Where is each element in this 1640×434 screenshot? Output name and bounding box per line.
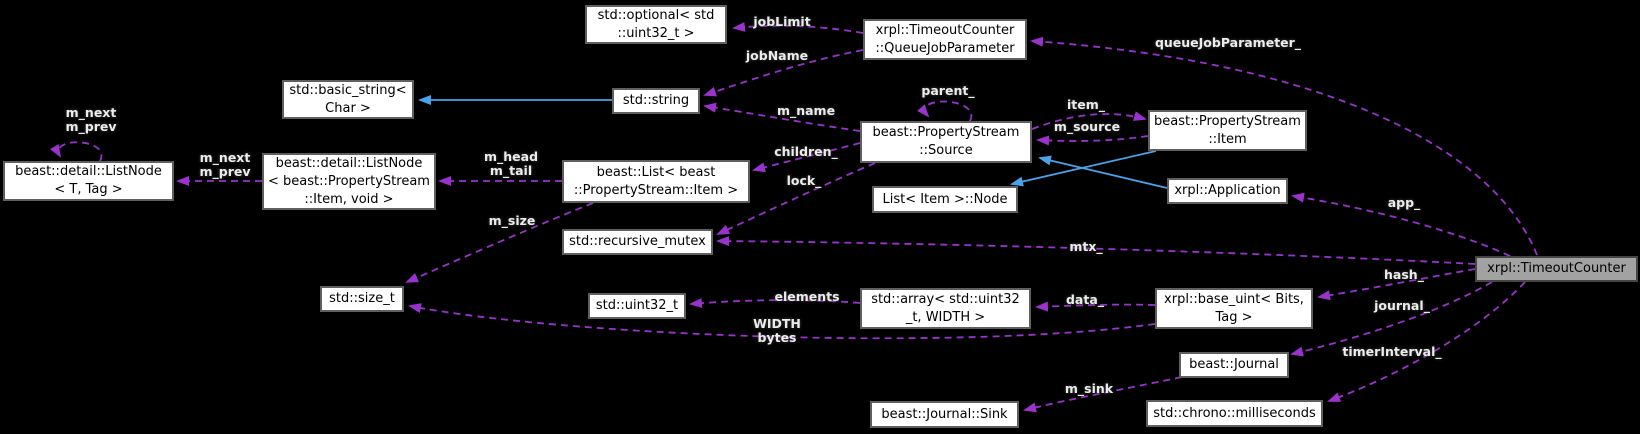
node-list-item-node[interactable]: List< Item >::Node <box>872 186 1018 213</box>
node-chrono-milliseconds[interactable]: std::chrono::milliseconds <box>1146 400 1323 427</box>
edge-mtx <box>716 236 1476 265</box>
edge-data <box>1035 301 1156 312</box>
edge-m-source <box>1036 135 1149 146</box>
node-property-stream-source[interactable]: beast::PropertyStream ::Source <box>860 121 1032 163</box>
node-std-uint32-t[interactable]: std::uint32_t <box>588 293 686 319</box>
edge-children <box>752 142 861 173</box>
node-recursive-mutex[interactable]: std::recursive_mutex <box>562 229 713 255</box>
node-beast-journal[interactable]: beast::Journal <box>1179 352 1289 378</box>
node-property-stream-item[interactable]: beast::PropertyStream ::Item <box>1148 110 1307 151</box>
node-std-array[interactable]: std::array< std::uint32 _t, WIDTH > <box>860 288 1031 329</box>
edge-joblimit <box>732 21 864 34</box>
edge-width-bytes <box>408 303 1156 340</box>
edge-m-size <box>405 202 594 283</box>
node-queue-job-parameter[interactable]: xrpl::TimeoutCounter ::QueueJobParameter <box>863 19 1027 60</box>
node-base-uint[interactable]: xrpl::base_uint< Bits, Tag > <box>1155 288 1313 329</box>
edge-item <box>1031 111 1147 130</box>
node-application[interactable]: xrpl::Application <box>1167 178 1288 204</box>
node-std-string[interactable]: std::string <box>612 88 700 114</box>
edge-app <box>1291 192 1511 257</box>
edge-m-name <box>703 102 861 132</box>
node-std-size-t[interactable]: std::size_t <box>320 286 404 312</box>
node-std-basic-string[interactable]: std::basic_string< Char > <box>282 80 414 119</box>
node-journal-sink[interactable]: beast::Journal::Sink <box>870 401 1019 428</box>
edge-queuejobparameter <box>1030 36 1538 256</box>
edge-lock <box>716 162 876 235</box>
edge-timerinterval <box>1327 281 1526 402</box>
node-listnode-item[interactable]: beast::detail::ListNode < beast::Propert… <box>262 153 436 210</box>
node-listnode-generic[interactable]: beast::detail::ListNode < T, Tag > <box>3 161 174 201</box>
edge-hash <box>1317 268 1476 301</box>
node-std-optional[interactable]: std::optional< std ::uint32_t > <box>585 5 727 44</box>
edge-m-sink <box>1023 376 1183 413</box>
edge-journal <box>1290 281 1493 357</box>
edge-m-next-prev-self-loop <box>50 141 103 162</box>
edge-elements <box>689 298 861 309</box>
edge-inherit-application-source <box>1038 155 1168 189</box>
node-beast-list[interactable]: beast::List< beast ::PropertyStream::Ite… <box>562 160 750 203</box>
edge-parent-self-loop <box>917 100 973 122</box>
edge-jobname <box>703 49 864 97</box>
node-timeout-counter[interactable]: xrpl::TimeoutCounter <box>1475 256 1638 282</box>
